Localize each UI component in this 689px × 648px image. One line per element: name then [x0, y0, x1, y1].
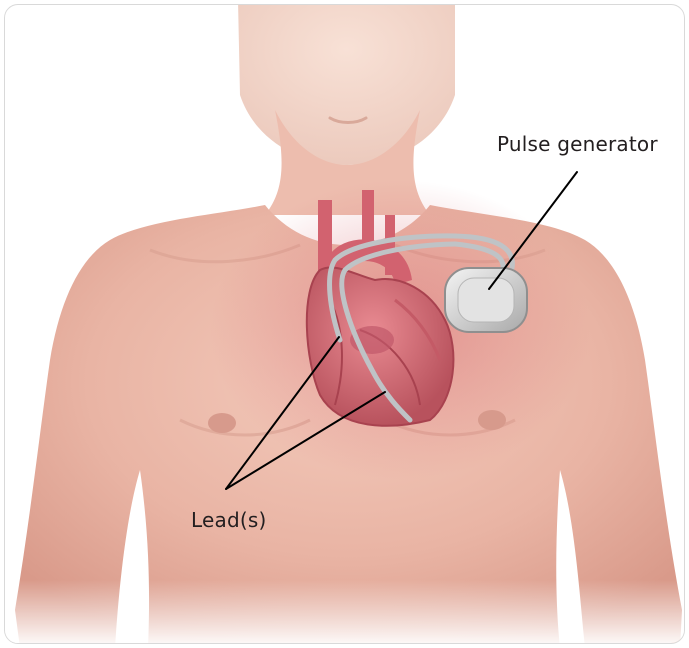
- illustration-frame: Pulse generator Lead(s): [4, 4, 685, 644]
- head: [238, 4, 455, 165]
- pulse-generator-device: [445, 268, 527, 332]
- left-nipple: [208, 413, 236, 433]
- leads-label: Lead(s): [191, 508, 266, 532]
- chest-illustration: [4, 4, 685, 644]
- right-nipple: [478, 410, 506, 430]
- bottom-fade: [4, 580, 685, 644]
- pulse-generator-label: Pulse generator: [497, 132, 658, 156]
